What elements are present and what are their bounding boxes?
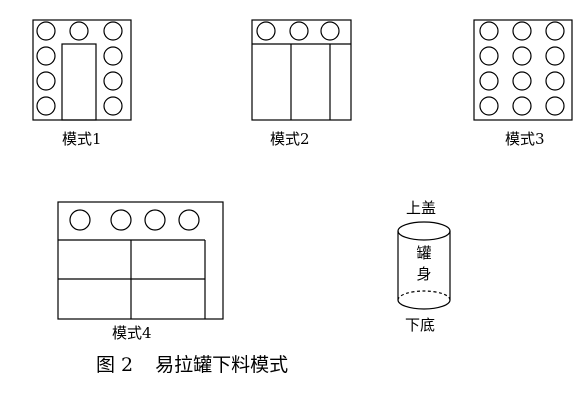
pattern-1-lid-circle <box>103 96 123 116</box>
pattern-4-diagram <box>57 201 224 320</box>
figure-title: 易拉罐下料模式 <box>155 354 289 376</box>
pattern-1-lid-circle <box>103 71 123 91</box>
pattern-2-label: 模式2 <box>270 130 310 148</box>
pattern-1-sheet <box>32 19 132 121</box>
pattern-3-lid-circle <box>545 96 565 116</box>
pattern-3-lid-circle <box>512 96 532 116</box>
pattern-4-lid-circle <box>110 209 132 231</box>
pattern-2-lid-circle <box>289 21 309 41</box>
can-top-label: 上盖 <box>406 199 437 217</box>
pattern-1-lid-circle <box>36 96 56 116</box>
pattern-1-lid-circle <box>69 21 89 41</box>
pattern-1-lid-circle <box>103 21 123 41</box>
pattern-2-diagram <box>251 19 352 121</box>
pattern-4-lid-circle <box>178 209 200 231</box>
pattern-3-lid-circle <box>545 71 565 91</box>
pattern-2-sheet <box>251 19 352 121</box>
pattern-4-lid-circle <box>144 209 166 231</box>
pattern-1-diagram <box>32 19 132 121</box>
pattern-3-lid-circle <box>479 46 499 66</box>
pattern-3-sheet <box>473 19 573 121</box>
pattern-4-lid-circle <box>69 209 91 231</box>
can-bottom-ellipse-back <box>397 290 451 301</box>
can-body-char-1: 罐 <box>416 244 432 262</box>
pattern-3-lid-circle <box>512 71 532 91</box>
pattern-3-label: 模式3 <box>505 130 545 148</box>
can-body-char-2: 身 <box>416 265 432 283</box>
pattern-1-body-rect <box>61 43 97 121</box>
can-top-ellipse <box>397 221 451 241</box>
can-bottom-label: 下底 <box>405 316 436 334</box>
pattern-3-lid-circle <box>479 21 499 41</box>
pattern-3-lid-circle <box>545 21 565 41</box>
pattern-2-lid-circle <box>256 21 276 41</box>
pattern-3-lid-circle <box>512 46 532 66</box>
pattern-3-lid-circle <box>545 46 565 66</box>
figure-number: 图 2 <box>96 354 134 376</box>
pattern-1-lid-circle <box>36 71 56 91</box>
pattern-1-lid-circle <box>103 46 123 66</box>
can-cylinder <box>397 221 451 310</box>
pattern-3-lid-circle <box>479 71 499 91</box>
pattern-2-lid-circle <box>320 21 340 41</box>
pattern-4-label: 模式4 <box>112 324 152 342</box>
pattern-3-diagram <box>473 19 573 121</box>
can-bottom-ellipse-front <box>397 299 451 310</box>
pattern-1-lid-circle <box>36 21 56 41</box>
figure-caption: 图 2 易拉罐下料模式 <box>96 354 288 376</box>
pattern-3-lid-circle <box>512 21 532 41</box>
pattern-3-lid-circle <box>479 96 499 116</box>
pattern-4-sheet <box>57 201 224 320</box>
pattern-1-lid-circle <box>36 46 56 66</box>
pattern-1-label: 模式1 <box>62 130 102 148</box>
